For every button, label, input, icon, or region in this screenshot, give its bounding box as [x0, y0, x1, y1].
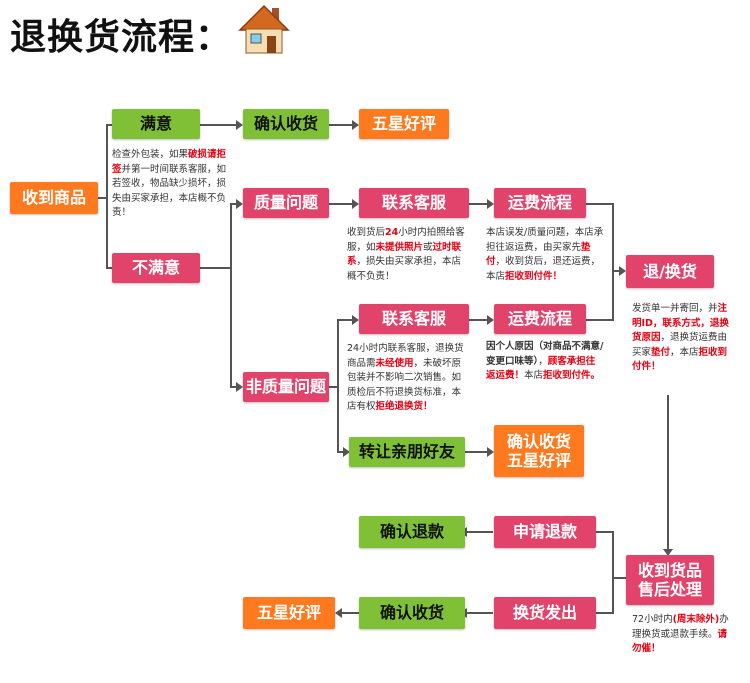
note-non-quality-contact: 24小时内联系客服，退换货商品需未经使用，未破坏原包装并不影响二次销售。如质检后…: [347, 342, 467, 415]
note-segment: 拒收到付件！: [505, 271, 562, 282]
note-segment: 收到货后: [347, 227, 385, 238]
note-segment: 垫付: [651, 347, 670, 358]
five-star-box-1: 五星好评: [359, 109, 449, 139]
note-segment: 未提供照片: [376, 242, 424, 253]
note-segment: 并第一时间联系客服，如若签收，物品缺少损坏，损失由买家承担，本店概不负责！: [112, 164, 226, 219]
confirm-receipt-five-star-box: 确认收货 五星好评: [494, 425, 584, 477]
quality-issue-box: 质量问题: [243, 188, 329, 218]
note-segment: 发货单一并寄回，并: [632, 303, 718, 314]
note-segment: 拒收到付件。: [543, 370, 600, 381]
transfer-friends-box: 转让亲朋好友: [349, 437, 465, 467]
apply-refund-box: 申请退款: [494, 516, 596, 548]
note-after-sales: 72小时内(周末除外)办理换货或退款手续。请勿催！: [632, 613, 732, 657]
satisfied-box: 满意: [112, 109, 200, 139]
non-quality-issue-box: 非质量问题: [243, 372, 329, 402]
note-segment: ，本店: [670, 347, 699, 358]
note-segment: 本店: [524, 370, 543, 381]
return-exchange-box: 退/换货: [626, 255, 714, 288]
exchange-ship-box: 换货发出: [494, 597, 596, 629]
note-quality-photo: 收到货后24小时内拍照给客服，如未提供照片或过时联系，损失由买家承担，本店概不负…: [347, 226, 469, 284]
note-segment: ，损失由买家承担，本店概不负责！: [347, 256, 461, 282]
note-return-exchange: 发货单一并寄回，并注明ID，联系方式，退换货原因，退换货运费由买家垫付，本店拒收…: [632, 302, 732, 375]
note-segment: 或: [423, 242, 433, 253]
note-segment: 拒绝退换货！: [376, 401, 433, 412]
after-sales-box: 收到货品 售后处理: [626, 555, 714, 605]
note-segment: 检查外包装，如果: [112, 149, 188, 160]
receive-goods-box: 收到商品: [10, 182, 98, 214]
page-title: 退换货流程：: [10, 8, 232, 60]
house-icon: [238, 2, 290, 56]
five-star-box-3: 五星好评: [243, 597, 335, 629]
five-star-label-2: 五星好评: [507, 451, 571, 470]
shipping-flow-box-1: 运费流程: [494, 188, 586, 218]
note-segment: 72小时内: [632, 614, 673, 625]
confirm-receipt-label-2: 确认收货: [507, 432, 571, 451]
after-sales-line-1: 收到货品: [638, 561, 702, 580]
note-quality-shipping: 本店误发/质量问题，本店承担往返运费，由买家先垫付，收到货后，退还运费，本店拒收…: [486, 226, 606, 284]
note-segment: 未经使用: [376, 358, 414, 369]
confirm-receipt-box-1: 确认收货: [243, 109, 329, 139]
note-non-quality-shipping: 因个人原因（对商品不满意/变更口味等），顾客承担往返运费！本店拒收到付件。: [486, 340, 604, 384]
unsatisfied-box: 不满意: [112, 253, 200, 283]
note-segment: ，: [538, 356, 548, 367]
note-segment: 24: [385, 227, 398, 238]
contact-cs-box-1: 联系客服: [359, 188, 469, 218]
shipping-flow-box-2: 运费流程: [494, 304, 586, 334]
note-segment: (周末除外): [673, 614, 720, 625]
confirm-receipt-box-3: 确认收货: [359, 597, 465, 629]
contact-cs-box-2: 联系客服: [359, 304, 469, 334]
confirm-refund-box: 确认退款: [359, 516, 465, 548]
note-satisfied-check: 检查外包装，如果破损请拒签并第一时间联系客服，如若签收，物品缺少损坏，损失由买家…: [112, 148, 232, 221]
after-sales-line-2: 售后处理: [638, 580, 702, 599]
